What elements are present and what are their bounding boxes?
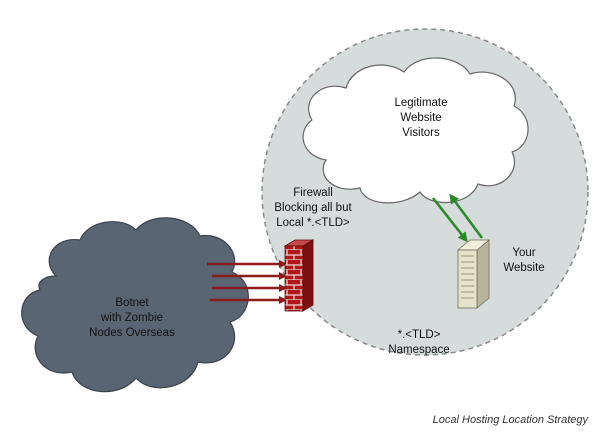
firewall-label-line-3: Local *.<TLD> [276, 217, 350, 229]
namespace-label-line-1: *.<TLD> [397, 329, 441, 341]
visitors-label-line-1: Legitimate [394, 97, 448, 109]
botnet-label-line-1: Botnet [115, 297, 149, 309]
website-label-line-2: Website [503, 262, 545, 274]
botnet-label: Botnet with Zombie Nodes Overseas [72, 296, 192, 341]
website-label-line-1: Your [512, 247, 536, 259]
firewall-label-line-1: Firewall [293, 187, 333, 199]
traffic-arrow-out [431, 197, 468, 243]
firewall-label-line-2: Blocking all but [274, 202, 352, 214]
figure-caption: Local Hosting Location Strategy [432, 414, 588, 426]
namespace-label-line-2: Namespace [388, 344, 450, 356]
brick-wall-icon [283, 239, 315, 312]
botnet-label-line-3: Nodes Overseas [89, 327, 175, 339]
traffic-arrow-in [449, 193, 484, 239]
visitors-label-line-2: Website [400, 112, 442, 124]
visitors-label-line-3: Visitors [402, 127, 440, 139]
visitors-cloud [302, 57, 529, 204]
firewall-label: Firewall Blocking all but Local *.<TLD> [258, 186, 368, 231]
website-label: Your Website [494, 246, 554, 276]
botnet-cloud [21, 217, 249, 393]
namespace-label: *.<TLD> Namespace [374, 328, 464, 358]
visitors-label: Legitimate Website Visitors [366, 96, 476, 141]
botnet-label-line-2: with Zombie [101, 312, 163, 324]
server-tower-icon [456, 239, 491, 309]
